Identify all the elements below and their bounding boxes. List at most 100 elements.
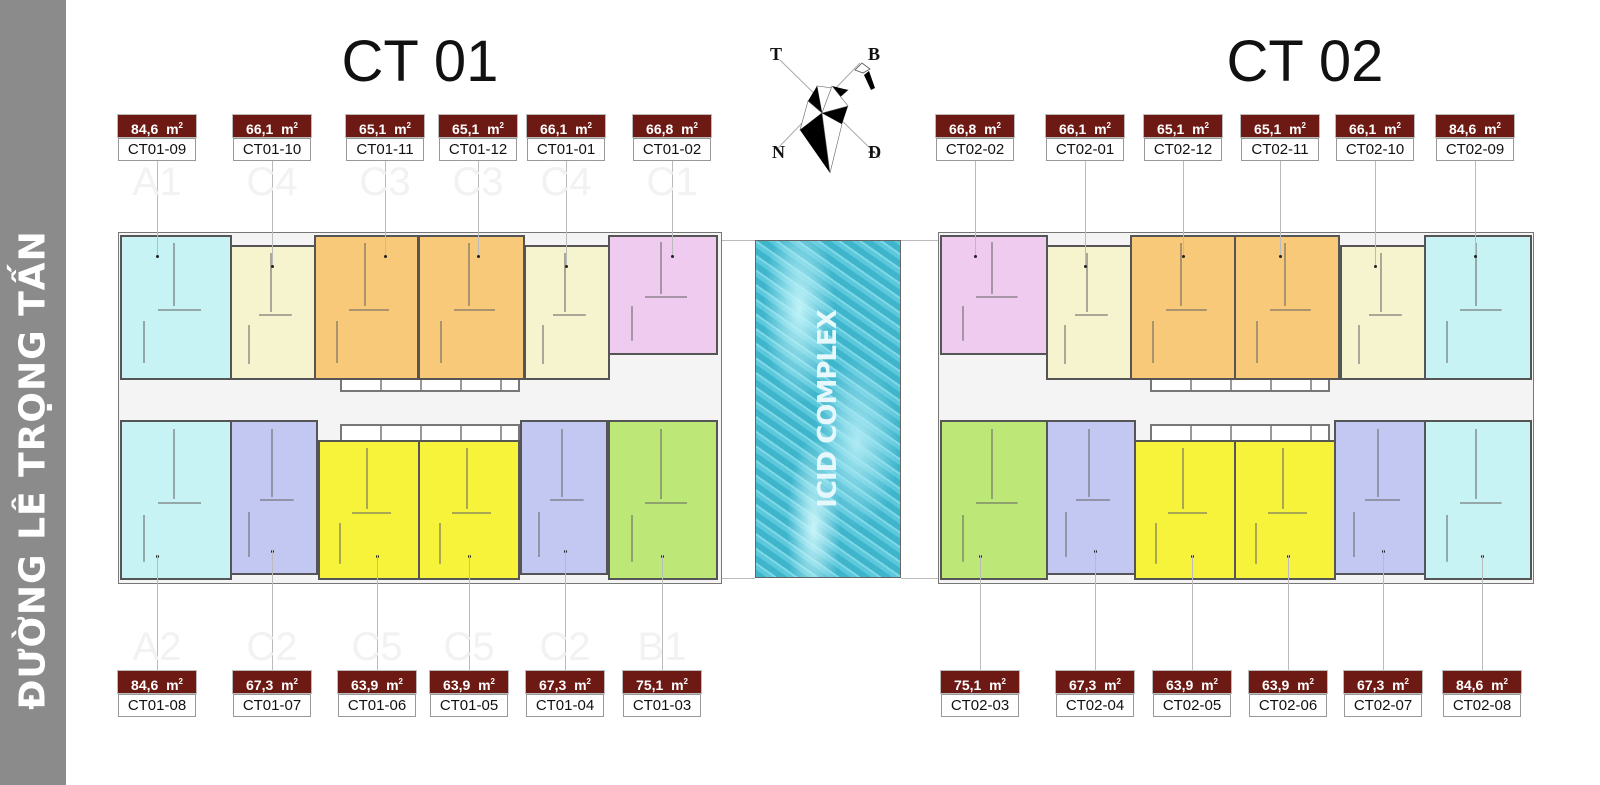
leader-line	[1095, 550, 1096, 671]
area-unit-superscript: 2	[499, 121, 504, 130]
apartment-unit[interactable]	[1130, 235, 1236, 380]
unit-area: 67,3 m2	[525, 670, 605, 694]
apartment-unit[interactable]	[524, 245, 610, 380]
leader-line	[1192, 555, 1193, 671]
area-unit-superscript: 2	[996, 121, 1001, 130]
area-unit-superscript: 2	[293, 121, 298, 130]
apartment-unit[interactable]	[1334, 420, 1426, 575]
unit-id: CT01-01	[527, 138, 605, 161]
apartment-unit[interactable]	[1134, 440, 1236, 580]
unit-area-value: 67,3	[246, 677, 274, 693]
area-unit-superscript: 2	[693, 121, 698, 130]
unit-area: 66,1 m2	[1045, 114, 1125, 138]
unit-area-value: 67,3	[539, 677, 567, 693]
unit-area: 66,1 m2	[232, 114, 312, 138]
apartment-unit[interactable]	[230, 245, 316, 380]
unit-area-value: 63,9	[443, 677, 471, 693]
unit-id: CT02-04	[1056, 694, 1134, 717]
unit-area: 63,9 m2	[1248, 670, 1328, 694]
area-unit-superscript: 2	[490, 677, 495, 686]
leader-line	[157, 158, 158, 255]
unit-area: 84,6 m2	[1435, 114, 1515, 138]
area-unit: m	[1484, 121, 1497, 137]
apartment-unit[interactable]	[1424, 420, 1532, 580]
apartment-unit[interactable]	[314, 235, 419, 380]
unit-type-code: C1	[646, 160, 698, 204]
apartment-unit[interactable]	[230, 420, 318, 575]
apartment-unit[interactable]	[318, 440, 420, 580]
area-unit: m	[1289, 121, 1302, 137]
unit-area: 63,9 m2	[1152, 670, 1232, 694]
unit-id: CT02-12	[1144, 138, 1222, 161]
unit-area: 75,1 m2	[622, 670, 702, 694]
apartment-unit[interactable]	[1234, 235, 1340, 380]
apartment-unit[interactable]	[120, 420, 232, 580]
unit-area: 67,3 m2	[1055, 670, 1135, 694]
area-unit-superscript: 2	[1001, 677, 1006, 686]
area-unit-superscript: 2	[1116, 677, 1121, 686]
compass-west-label: T	[770, 44, 783, 64]
leader-line	[1475, 158, 1476, 255]
apartment-unit[interactable]	[1046, 245, 1132, 380]
area-unit: m	[478, 677, 491, 693]
apartment-unit[interactable]	[120, 235, 232, 380]
unit-area: 66,1 m2	[526, 114, 606, 138]
leader-line	[1383, 550, 1384, 671]
building-title-ct01: CT 01	[341, 29, 499, 94]
apartment-unit[interactable]	[1234, 440, 1336, 580]
unit-area: 67,3 m2	[1343, 670, 1423, 694]
area-unit: m	[989, 677, 1002, 693]
unit-area: 66,1 m2	[1335, 114, 1415, 138]
apartment-unit[interactable]	[418, 235, 525, 380]
unit-center-marker	[1084, 265, 1087, 268]
area-unit-superscript: 2	[1301, 121, 1306, 130]
apartment-unit[interactable]	[940, 235, 1048, 355]
leader-line	[272, 550, 273, 671]
unit-area-value: 65,1	[359, 121, 387, 137]
apartment-unit[interactable]	[1424, 235, 1532, 380]
area-unit: m	[1392, 677, 1405, 693]
leader-line	[662, 555, 663, 671]
apartment-unit[interactable]	[1046, 420, 1136, 575]
area-unit: m	[575, 121, 588, 137]
unit-type-code: B1	[637, 625, 687, 669]
unit-id: CT02-05	[1153, 694, 1231, 717]
apartment-unit[interactable]	[1340, 245, 1426, 380]
area-unit: m	[1297, 677, 1310, 693]
compass-icon	[777, 59, 881, 174]
apartment-unit[interactable]	[940, 420, 1048, 580]
apartment-unit[interactable]	[608, 235, 718, 355]
walkway	[901, 578, 941, 579]
area-unit: m	[574, 677, 587, 693]
unit-area: 66,8 m2	[632, 114, 712, 138]
area-unit: m	[281, 121, 294, 137]
apartment-unit[interactable]	[608, 420, 718, 580]
unit-area-value: 63,9	[1166, 677, 1194, 693]
apartment-unit[interactable]	[520, 420, 608, 575]
area-unit: m	[166, 677, 179, 693]
